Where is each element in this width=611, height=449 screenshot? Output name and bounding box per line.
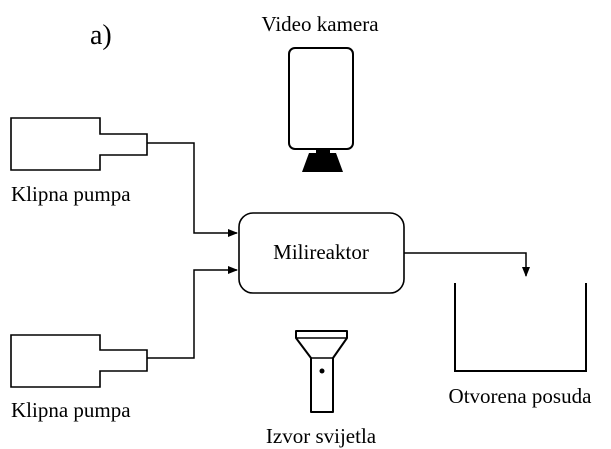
piston-pump-top-label: Klipna pumpa [11, 182, 131, 206]
piston-pump-bottom-label: Klipna pumpa [11, 398, 131, 422]
reactor-to-vessel-line [404, 252, 530, 277]
millireactor: Milireaktor [238, 212, 405, 294]
open-vessel: Otvorena posuda [449, 283, 593, 408]
millireactor-box [238, 212, 405, 294]
pump-top-to-reactor-line [147, 142, 238, 237]
millireactor-label: Milireaktor [273, 240, 369, 264]
piston-pump-icon [10, 334, 148, 388]
piston-pump-icon [10, 117, 148, 171]
video-camera-label: Video kamera [261, 12, 379, 36]
open-vessel-icon [454, 283, 587, 372]
video-camera-icon [288, 47, 354, 172]
piston-pump-bottom: Klipna pumpa [10, 334, 148, 422]
panel-label: a) [90, 20, 112, 51]
light-source-label: Izvor svijetla [266, 424, 377, 448]
piston-pump-top: Klipna pumpa [10, 117, 148, 206]
open-vessel-label: Otvorena posuda [449, 384, 593, 408]
pump-bottom-to-reactor-line [147, 266, 238, 359]
light-source: Izvor svijetla [266, 330, 377, 448]
flashlight-icon [295, 330, 348, 413]
video-camera: Video kamera [261, 12, 379, 172]
